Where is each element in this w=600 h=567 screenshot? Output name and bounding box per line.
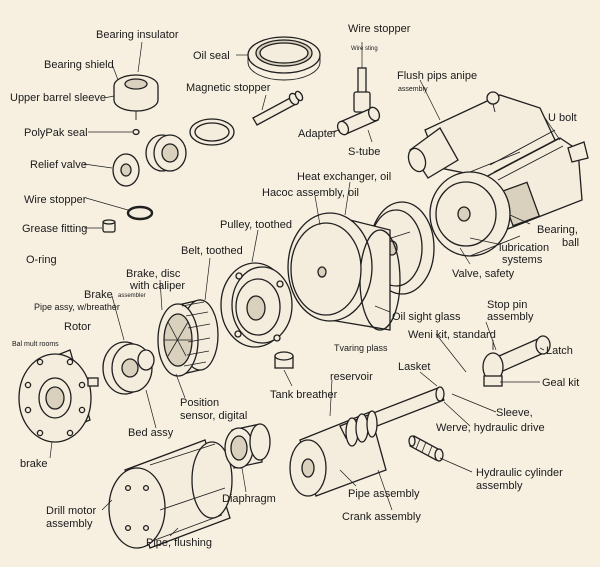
relief-valve-washer-part bbox=[112, 153, 140, 187]
pipe-assembly-part bbox=[289, 386, 445, 497]
motor-flange-part bbox=[429, 151, 521, 257]
label-diaphragm: Diaphragm bbox=[222, 493, 276, 505]
label-flush-pips: Flush pips anipe bbox=[397, 70, 477, 82]
hydraulic-cylinder-part bbox=[408, 435, 444, 462]
label-reservoir: reservoir bbox=[330, 371, 373, 383]
label-valve-safety: Valve, safety bbox=[452, 268, 515, 280]
tank-breather-part bbox=[274, 351, 294, 369]
latch-part bbox=[482, 335, 551, 387]
rotor-flange-part bbox=[18, 349, 99, 443]
label-weni-kit: Weni kit, standard bbox=[408, 329, 496, 341]
label-polypak-seal: PolyPak seal bbox=[24, 127, 88, 139]
label-position-sensor-1: Position bbox=[180, 397, 219, 409]
label-tvaring-plass: Tvaring plass bbox=[334, 343, 388, 353]
label-bed-assy: Bed assy bbox=[128, 427, 174, 439]
label-drill-motor-2: assembly bbox=[46, 518, 93, 530]
label-lasket: Lasket bbox=[398, 361, 430, 373]
s-tube-part bbox=[336, 67, 381, 136]
bearing-shield-part bbox=[113, 74, 159, 120]
label-oil-sight-glass: Oil sight glass bbox=[392, 311, 461, 323]
label-lubrication-1: lubrication bbox=[499, 242, 549, 254]
label-stop-pin-2: assembly bbox=[487, 311, 534, 323]
label-bearing-ball-1: Bearing, bbox=[537, 224, 578, 236]
label-oil-seal: Oil seal bbox=[193, 50, 230, 62]
label-hacoc-assembly: Hacoc assembly, oil bbox=[262, 187, 359, 199]
label-drill-motor-1: Drill motor bbox=[46, 505, 96, 517]
diaphragm-part bbox=[224, 423, 271, 469]
label-magnetic-stopper: Magnetic stopper bbox=[186, 82, 271, 94]
label-adapter: Adapter bbox=[298, 128, 337, 140]
pulley-toothed-part bbox=[220, 262, 293, 348]
label-relief-valve: Relief valve bbox=[30, 159, 87, 171]
oil-seal-ring-part bbox=[189, 118, 235, 146]
belt-toothed-part bbox=[157, 299, 219, 377]
label-flush-sub: assembly bbox=[398, 86, 428, 93]
label-u-bolt: U bolt bbox=[548, 112, 577, 124]
label-sleeve: Sleeve, bbox=[496, 407, 533, 419]
polypak-bearing-part bbox=[145, 134, 187, 172]
label-lubrication-2: systems bbox=[502, 254, 543, 266]
label-wire-stopper-top: Wire stopper bbox=[348, 23, 411, 35]
labels: Bearing insulator Bearing shield Upper b… bbox=[10, 23, 579, 549]
label-wire-stopper-sub: Wire sting bbox=[351, 46, 378, 52]
label-stop-pin-1: Stop pin bbox=[487, 299, 527, 311]
oil-seal-part bbox=[247, 36, 321, 81]
label-wire-stopper-left: Wire stopper bbox=[24, 194, 87, 206]
label-s-tube: S-tube bbox=[348, 146, 380, 158]
label-pipe-assy: Pipe assy, w/breather bbox=[34, 302, 120, 312]
label-heat-exchanger: Heat exchanger, oil bbox=[297, 171, 391, 183]
label-bearing-shield: Bearing shield bbox=[44, 59, 114, 71]
label-rotor: Rotor bbox=[64, 321, 91, 333]
brake-disc-part bbox=[102, 341, 155, 395]
drill-motor-part bbox=[108, 439, 233, 549]
label-position-sensor-2: sensor, digital bbox=[180, 410, 247, 422]
label-brake-bottom: brake bbox=[20, 458, 48, 470]
label-pulley-toothed: Pulley, toothed bbox=[220, 219, 292, 231]
label-bal-small: Bal mult rooms bbox=[12, 341, 59, 348]
reservoir-drum-part bbox=[287, 212, 401, 331]
label-latch: Latch bbox=[546, 345, 573, 357]
label-tank-breather: Tank breather bbox=[270, 389, 338, 401]
small-oring-part bbox=[132, 128, 140, 136]
grease-fitting-part bbox=[102, 219, 116, 233]
label-pipe-assembly: Pipe assembly bbox=[348, 488, 420, 500]
label-o-ring: O-ring bbox=[26, 254, 57, 266]
label-werve: Werve, hydraulic drive bbox=[436, 422, 545, 434]
label-belt-toothed: Belt, toothed bbox=[181, 245, 243, 257]
label-brake: Brake bbox=[84, 289, 113, 301]
label-bearing-ball-2: ball bbox=[562, 237, 579, 249]
label-bearing-insulator: Bearing insulator bbox=[96, 29, 179, 41]
label-crank-assembly: Crank assembly bbox=[342, 511, 421, 523]
label-upper-barrel-sleeve: Upper barrel sleeve bbox=[10, 92, 106, 104]
leader-lines bbox=[49, 41, 561, 537]
label-brake-disc-1: Brake, disc bbox=[126, 268, 181, 280]
label-pipe-flushing: Pipe, flushing bbox=[146, 537, 212, 549]
label-hydraulic-cylinder-2: assembly bbox=[476, 480, 523, 492]
label-brake-disc-2: with caliper bbox=[129, 280, 185, 292]
magnetic-stopper-part bbox=[252, 90, 304, 126]
label-hydraulic-cylinder-1: Hydraulic cylinder bbox=[476, 467, 563, 479]
label-geal-kit: Geal kit bbox=[542, 377, 579, 389]
label-brake-sub: assembler bbox=[118, 293, 146, 299]
label-grease-fitting: Grease fitting bbox=[22, 223, 87, 235]
wire-stopper-ring-part bbox=[126, 205, 154, 221]
